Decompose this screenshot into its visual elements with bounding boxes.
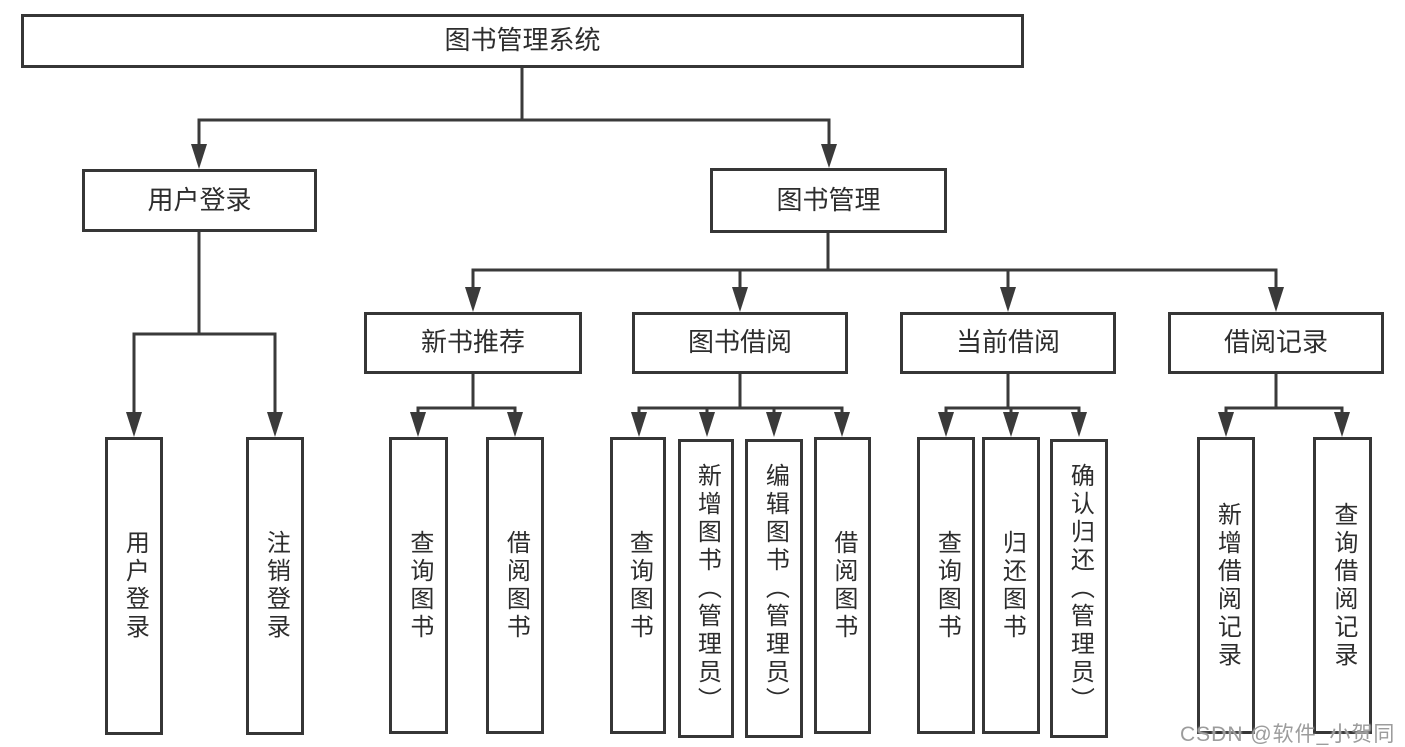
node-book-borrowing: 图书借阅 <box>632 312 848 374</box>
leaf-add-book-admin: 新增图书（管理员） <box>678 439 734 738</box>
csdn-watermark: CSDN @软件_小贺同学 <box>1180 723 1396 746</box>
leaf-confirm-return-admin: 确认归还（管理员） <box>1050 439 1108 738</box>
node-book-management: 图书管理 <box>710 168 947 233</box>
node-library-management-system: 图书管理系统 <box>21 14 1024 68</box>
leaf-borrow-books-borrowing: 借阅图书 <box>814 437 871 734</box>
leaf-query-books-current: 查询图书 <box>917 437 975 734</box>
leaf-edit-book-admin: 编辑图书（管理员） <box>745 439 803 738</box>
leaf-logout: 注销登录 <box>246 437 304 735</box>
leaf-query-books-recommend: 查询图书 <box>389 437 448 734</box>
node-user-login: 用户登录 <box>82 169 317 232</box>
node-borrowing-records: 借阅记录 <box>1168 312 1384 374</box>
node-current-borrowing: 当前借阅 <box>900 312 1116 374</box>
leaf-user-login: 用户登录 <box>105 437 163 735</box>
leaf-add-borrow-record: 新增借阅记录 <box>1197 437 1255 734</box>
leaf-borrow-books-recommend: 借阅图书 <box>486 437 544 734</box>
leaf-query-borrow-record: 查询借阅记录 <box>1313 437 1372 734</box>
leaf-return-book: 归还图书 <box>982 437 1040 734</box>
node-new-book-recommendation: 新书推荐 <box>364 312 582 374</box>
leaf-query-books-borrowing: 查询图书 <box>610 437 666 734</box>
